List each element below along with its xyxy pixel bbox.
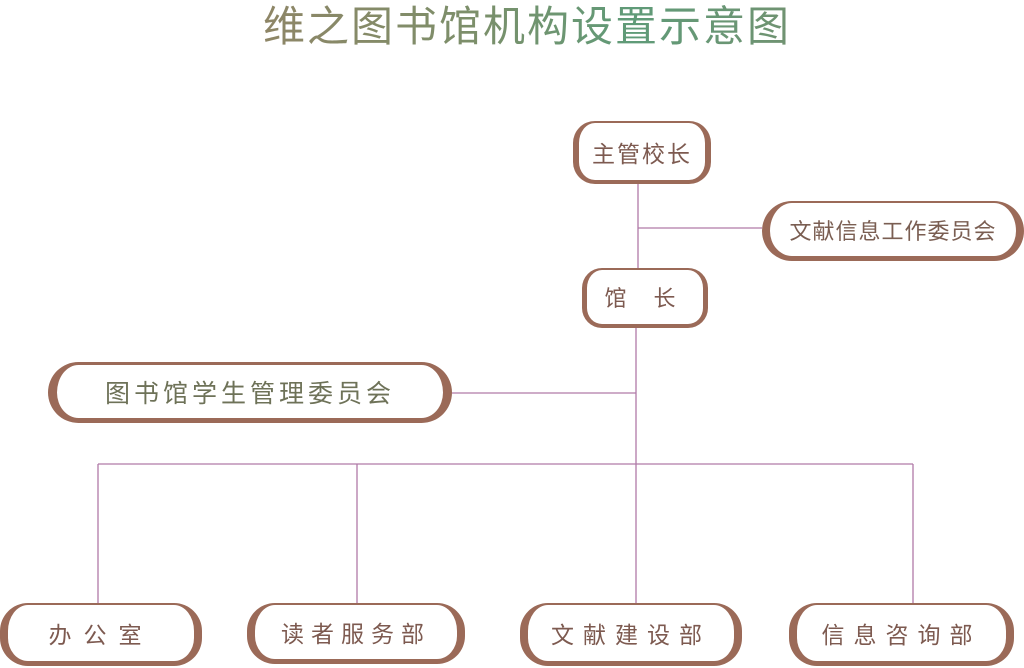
node-literature-committee[interactable]: 文献信息工作委员会 — [762, 201, 1024, 261]
node-student-committee[interactable]: 图书馆学生管理委员会 — [48, 362, 452, 423]
node-principal-label: 主管校长 — [592, 141, 692, 168]
node-literature-committee-label: 文献信息工作委员会 — [789, 219, 997, 245]
node-office[interactable]: 办公室 — [0, 603, 202, 666]
chart-title: 维之图书馆机构设置示意图 — [0, 2, 1024, 52]
node-collection-development-label: 文献建设部 — [551, 623, 711, 649]
node-director-label: 馆 长 — [604, 287, 686, 312]
node-reader-services-label: 读者服务部 — [281, 622, 431, 648]
node-principal[interactable]: 主管校长 — [573, 121, 711, 184]
node-student-committee-label: 图书馆学生管理委员会 — [104, 378, 395, 408]
node-director[interactable]: 馆 长 — [582, 268, 708, 328]
node-collection-development[interactable]: 文献建设部 — [520, 603, 742, 666]
node-information-consulting[interactable]: 信息咨询部 — [789, 603, 1014, 666]
node-reader-services[interactable]: 读者服务部 — [247, 603, 465, 664]
node-information-consulting-label: 信息咨询部 — [821, 623, 982, 649]
node-office-label: 办公室 — [48, 623, 154, 649]
